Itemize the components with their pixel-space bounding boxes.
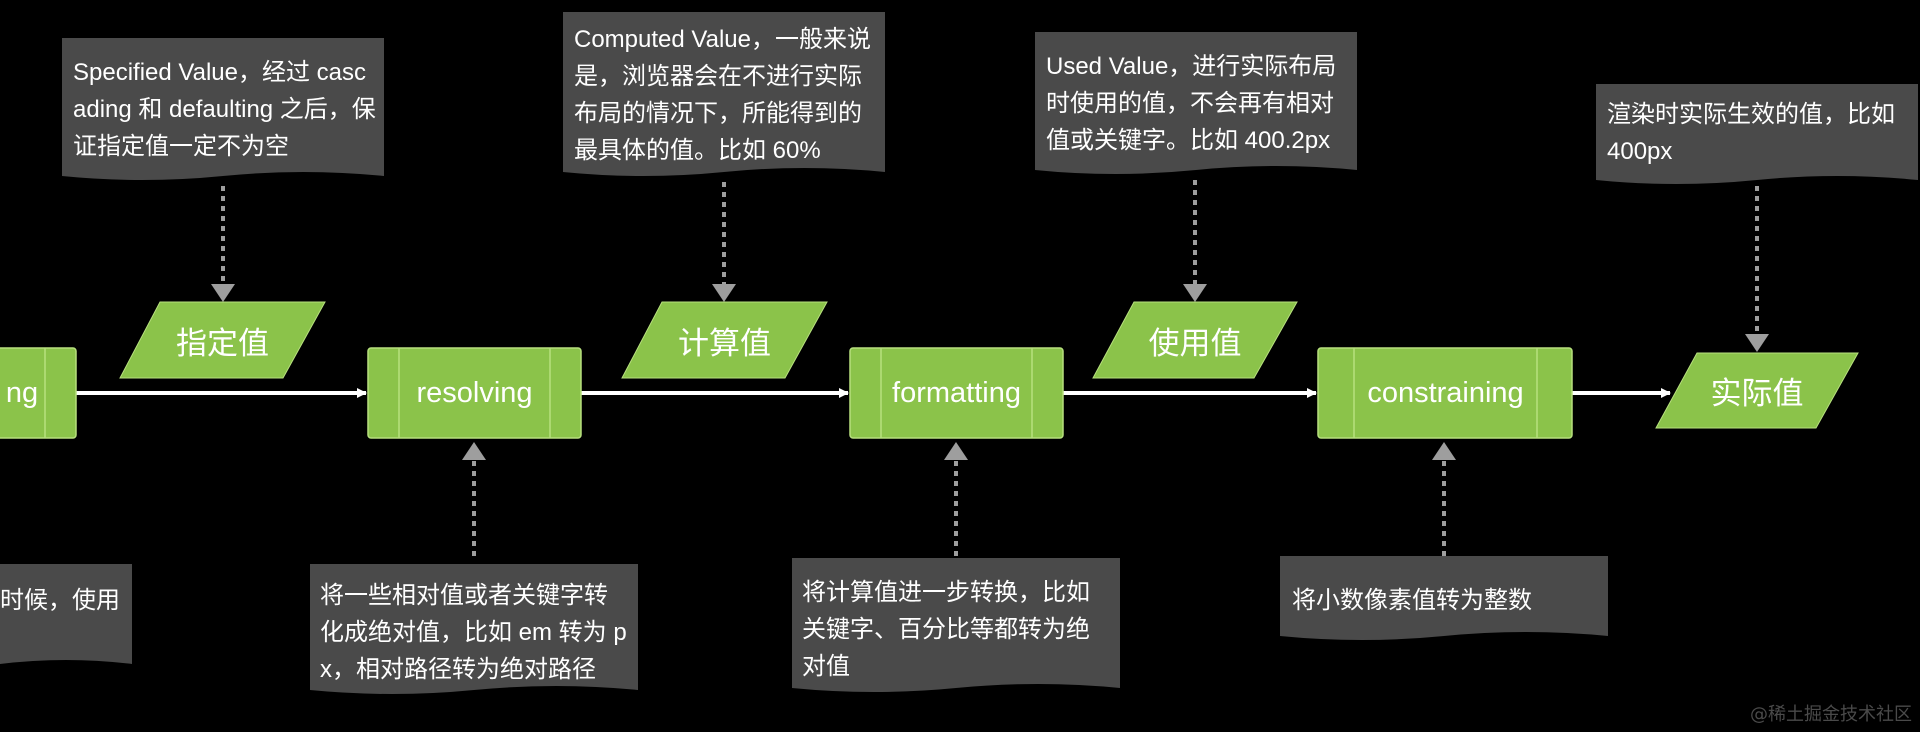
note-resolving: 将一些相对值或者关键字转化成绝对值，比如 em 转为 px，相对路径转为绝对路径 (320, 582, 627, 683)
note-computed: Computed Value，一般来说是，浏览器会在不进行实际布局的情况下，所能… (574, 26, 871, 164)
connector-actual-head (1745, 334, 1769, 352)
connector-formatting-head (944, 442, 968, 460)
process-box-formatting (849, 347, 1064, 439)
value-label-used: 使用值 (1148, 325, 1242, 361)
value-shape-actual (1655, 352, 1859, 429)
note-box-formatting (792, 558, 1120, 692)
watermark: @稀土掘金技术社区 (1750, 704, 1912, 725)
value-label-computed: 计算值 (678, 325, 771, 361)
connector-specified-head (211, 284, 235, 302)
note-box-cascading (0, 564, 132, 664)
note-cascading: 时候，使用 (0, 587, 120, 614)
process-box-cascading (0, 347, 77, 439)
note-box-computed (563, 12, 885, 176)
process-label-cascading: ng (5, 376, 39, 409)
note-used: Used Value，进行实际布局时使用的值，不会再有相对值或关键字。比如 40… (1046, 53, 1337, 154)
value-shape-computed (621, 301, 828, 379)
connector-resolving-head (462, 442, 486, 460)
process-label-constraining: constraining (1367, 376, 1524, 409)
value-label-specified: 指定值 (176, 325, 269, 361)
note-box-actual (1596, 84, 1918, 184)
note-specified: Specified Value，经过 cascading 和 defaultin… (73, 59, 376, 160)
note-actual: 渲染时实际生效的值，比如 400px (1607, 101, 1895, 165)
value-shape-specified (119, 301, 326, 379)
note-box-used (1035, 32, 1357, 174)
note-box-resolving (310, 564, 638, 694)
note-box-specified (62, 38, 384, 180)
process-box-constraining (1317, 347, 1573, 439)
process-box-resolving (367, 347, 582, 439)
note-formatting: 将计算值进一步转换，比如关键字、百分比等都转为绝对值 (802, 579, 1090, 680)
note-constraining: 将小数像素值转为整数 (1292, 587, 1532, 614)
process-label-resolving: resolving (416, 376, 533, 409)
connector-computed-head (712, 284, 736, 302)
note-box-constraining (1280, 556, 1608, 640)
value-label-actual: 实际值 (1710, 376, 1804, 411)
connector-constraining-head (1432, 442, 1456, 460)
value-shape-used (1092, 301, 1298, 379)
connector-used-head (1183, 284, 1207, 302)
process-label-formatting: formatting (892, 376, 1021, 409)
